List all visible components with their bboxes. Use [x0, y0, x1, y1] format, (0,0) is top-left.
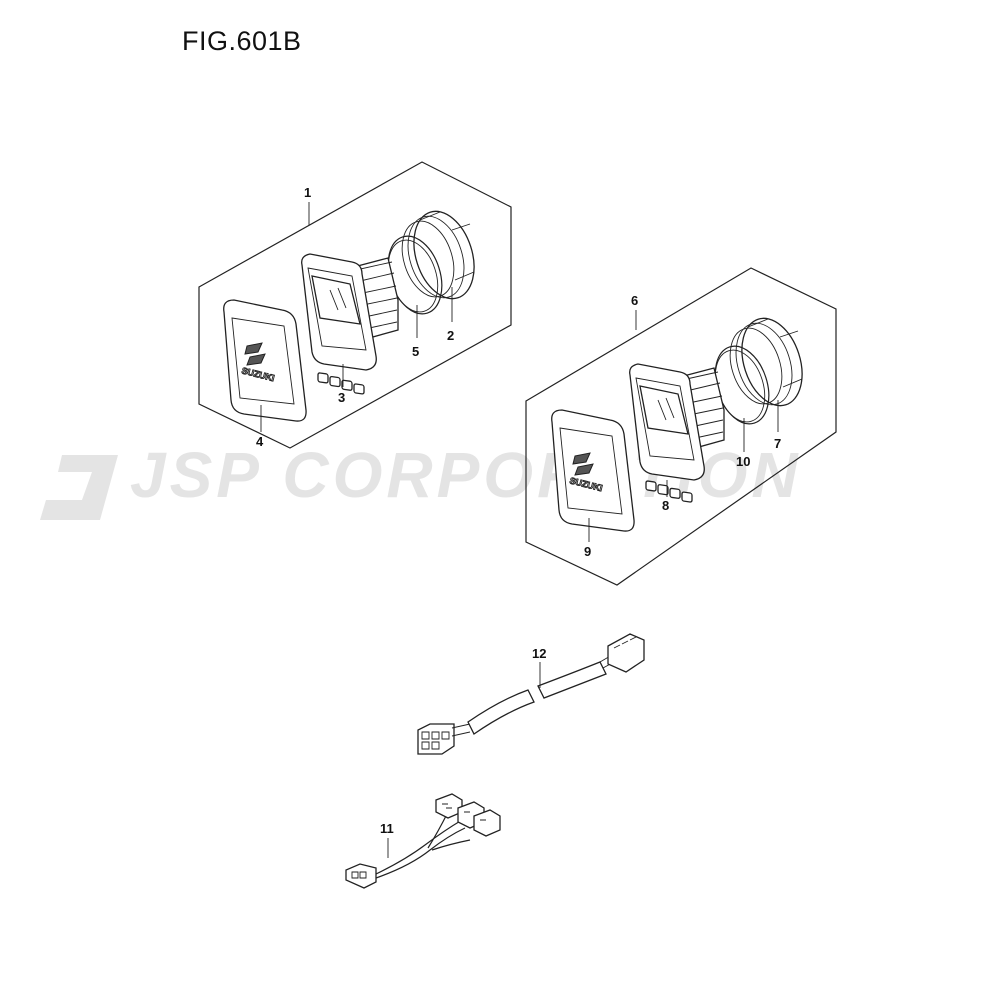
callout-12: 12	[532, 646, 546, 661]
wiring-harness-11	[345, 793, 501, 889]
bezel-cover-9: SUZUKI	[551, 409, 635, 532]
callout-1: 1	[304, 185, 311, 200]
figure-title: FIG.601B	[182, 26, 302, 56]
callout-11: 11	[380, 821, 394, 836]
callout-3: 3	[338, 390, 345, 405]
callout-5: 5	[412, 344, 419, 359]
callout-2: 2	[447, 328, 454, 343]
gauge-body-8	[629, 363, 725, 503]
callout-8: 8	[662, 498, 669, 513]
gauge-assembly-1: SUZUKI	[198, 161, 512, 449]
group-1-outline	[198, 161, 512, 449]
callout-10: 10	[736, 454, 750, 469]
watermark-logo-mark	[40, 455, 118, 520]
retaining-ring-2	[401, 210, 475, 300]
callout-4: 4	[256, 434, 264, 449]
gauge-body-3	[301, 253, 399, 395]
callout-7: 7	[774, 436, 781, 451]
group-6-outline	[525, 267, 837, 586]
callout-9: 9	[584, 544, 591, 559]
wiring-harness-12	[417, 633, 645, 755]
callout-labels: 1 2 3 4 5 6 7 8 9 10 11 12	[256, 185, 781, 836]
gauge-assembly-6: SUZUKI	[525, 267, 837, 586]
bezel-cover-4: SUZUKI	[223, 299, 307, 422]
callout-6: 6	[631, 293, 638, 308]
retaining-ring-7	[729, 317, 803, 407]
